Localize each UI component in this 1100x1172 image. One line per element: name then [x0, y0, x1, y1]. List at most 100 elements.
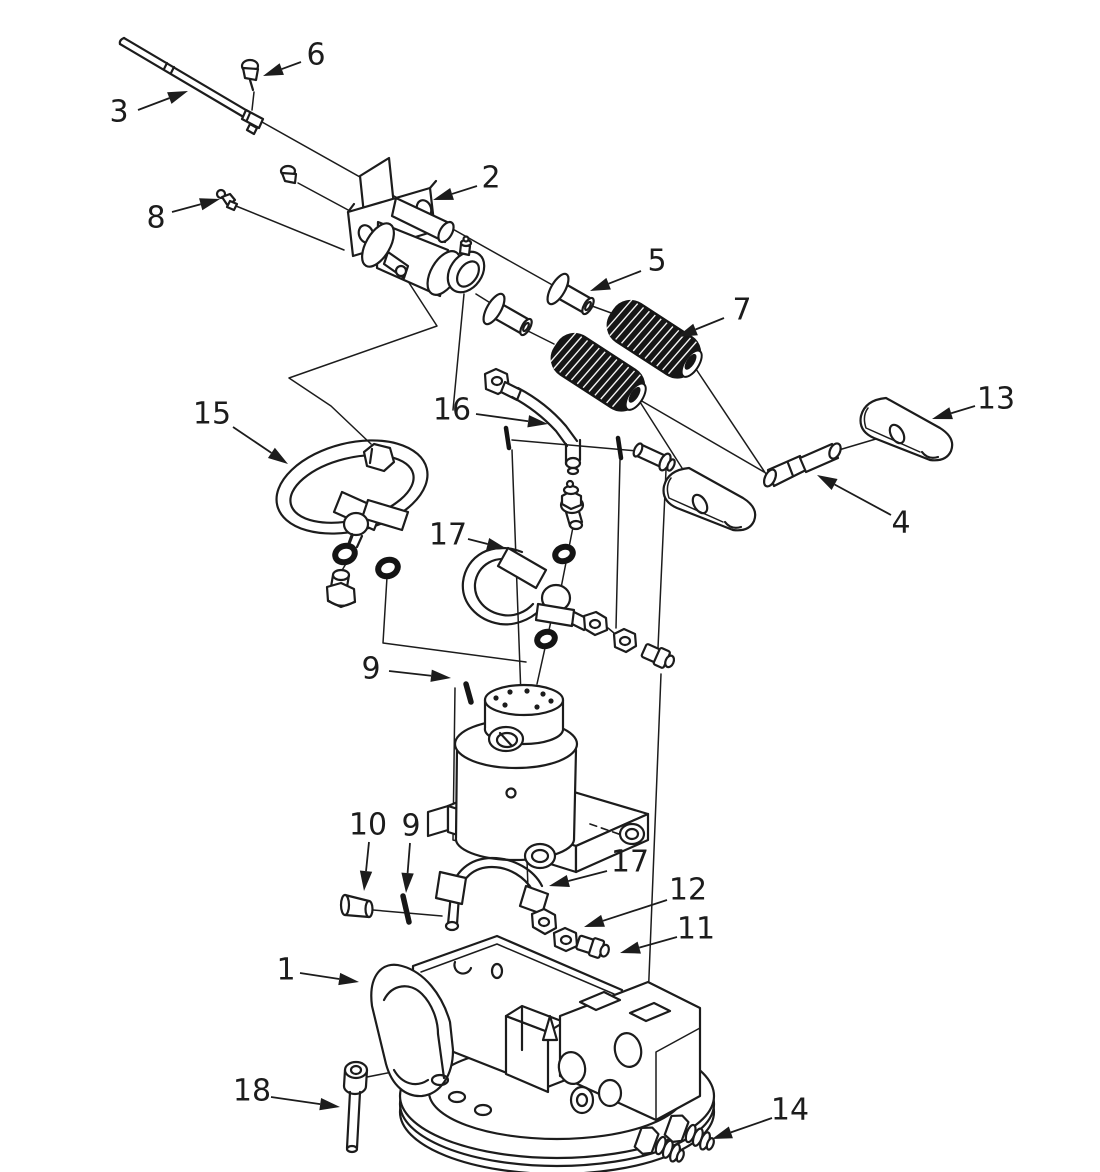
nut-part-12-top [612, 627, 638, 654]
callout-4: 4 [817, 475, 911, 541]
callout-9: 9 [401, 809, 421, 893]
callout-label-7: 7 [732, 293, 751, 328]
callout-label-3: 3 [109, 95, 128, 130]
callout-label-16: 16 [433, 393, 471, 428]
washer [615, 435, 624, 461]
bolt [632, 442, 676, 472]
o-ring [552, 543, 576, 565]
callout-leader-10 [365, 841, 370, 872]
callout-5: 5 [590, 244, 667, 291]
bolt-circle-dots [493, 688, 554, 710]
callout-label-14: 14 [771, 1093, 809, 1128]
hose-part-15 [275, 439, 429, 609]
callout-leader-5 [608, 270, 642, 285]
callout-leader-15 [232, 426, 272, 454]
callout-7: 7 [677, 293, 752, 337]
o-ring [534, 628, 558, 650]
callout-arrow-9 [401, 872, 414, 893]
callout-arrow-9 [430, 669, 451, 682]
callout-label-2: 2 [481, 161, 500, 196]
callout-leader-17 [467, 538, 488, 545]
callout-label-1: 1 [276, 953, 295, 988]
o-ring [332, 542, 358, 566]
callout-label-9: 9 [361, 652, 380, 687]
fitting-part-11-top [640, 643, 676, 669]
pump-motor-assembly [453, 683, 579, 862]
callout-leader-4 [834, 483, 892, 516]
clevis-pin-part-5-a [482, 292, 533, 337]
spring-part-7-b [603, 299, 703, 379]
callout-arrow-11 [620, 941, 641, 954]
callout-leader-12 [602, 899, 668, 922]
roll-pin-part-9-a [463, 681, 474, 705]
callout-10: 10 [349, 808, 387, 891]
banjo-bolt [325, 568, 357, 609]
callout-leader-9 [406, 842, 411, 874]
callout-label-10: 10 [349, 808, 387, 843]
barb-fitting-part-14-b [663, 1114, 715, 1151]
valve-block-ports [523, 822, 646, 870]
callout-arrow-3 [167, 91, 188, 104]
callout-16: 16 [433, 393, 548, 428]
callout-12: 12 [584, 873, 707, 927]
callout-leader-8 [171, 203, 201, 213]
washer [503, 425, 512, 451]
callout-6: 6 [263, 38, 326, 76]
callout-17: 17 [429, 518, 507, 553]
socket-bolt-part-18 [342, 1060, 369, 1154]
callout-leader-13 [950, 405, 976, 415]
fitting-part-11-bottom [575, 934, 610, 959]
callout-arrow-4 [817, 475, 838, 490]
nut-part-12-bottom [552, 926, 579, 953]
pin-part-10 [339, 893, 374, 919]
fitting-above [559, 479, 585, 531]
base-casting-part-1 [370, 934, 716, 1172]
cylinder-assembly-part-2 [346, 156, 486, 298]
screw-upper [279, 164, 298, 185]
callout-9: 9 [361, 652, 451, 687]
callout-label-18: 18 [233, 1074, 271, 1109]
callout-leader-18 [270, 1096, 321, 1106]
callout-label-12: 12 [669, 873, 707, 908]
pivot-pin-part-4 [762, 442, 842, 488]
callout-label-17: 17 [611, 845, 649, 880]
callout-label-15: 15 [193, 397, 231, 432]
callout-18: 18 [233, 1074, 340, 1111]
callout-label-9: 9 [401, 809, 420, 844]
callout-leader-11 [639, 936, 678, 949]
callout-label-4: 4 [891, 506, 910, 541]
callout-label-13: 13 [977, 382, 1015, 417]
callout-13: 13 [932, 382, 1015, 420]
callout-leader-14 [730, 1117, 773, 1134]
callout-arrow-17 [549, 874, 570, 887]
hose-part-17-lower [434, 856, 558, 936]
callout-arrow-6 [263, 63, 284, 76]
callout-17: 17 [549, 845, 649, 887]
screw-part-6 [240, 58, 260, 92]
callout-arrow-14 [712, 1126, 733, 1139]
callout-leader-3 [137, 97, 170, 111]
callout-label-8: 8 [146, 201, 165, 236]
callout-arrow-18 [319, 1097, 340, 1111]
o-ring [375, 556, 401, 580]
callout-arrow-16 [527, 415, 548, 428]
callout-arrow-1 [338, 972, 359, 986]
callout-2: 2 [433, 161, 501, 200]
callout-leader-17 [568, 870, 608, 882]
callout-arrow-7 [677, 323, 698, 337]
hose-part-17-upper [461, 479, 615, 650]
strap-plate-part-13-right [859, 396, 954, 462]
callout-3: 3 [109, 91, 188, 130]
callout-11: 11 [620, 912, 715, 954]
callout-15: 15 [193, 397, 288, 464]
callout-arrow-2 [433, 188, 454, 200]
callout-arrow-13 [932, 407, 953, 420]
callout-label-17: 17 [429, 518, 467, 553]
barb-fitting-part-14-a [633, 1126, 685, 1163]
callout-arrow-17 [486, 538, 507, 551]
callout-leader-9 [388, 670, 432, 677]
callout-leader-2 [451, 185, 478, 195]
callout-14: 14 [712, 1093, 809, 1139]
